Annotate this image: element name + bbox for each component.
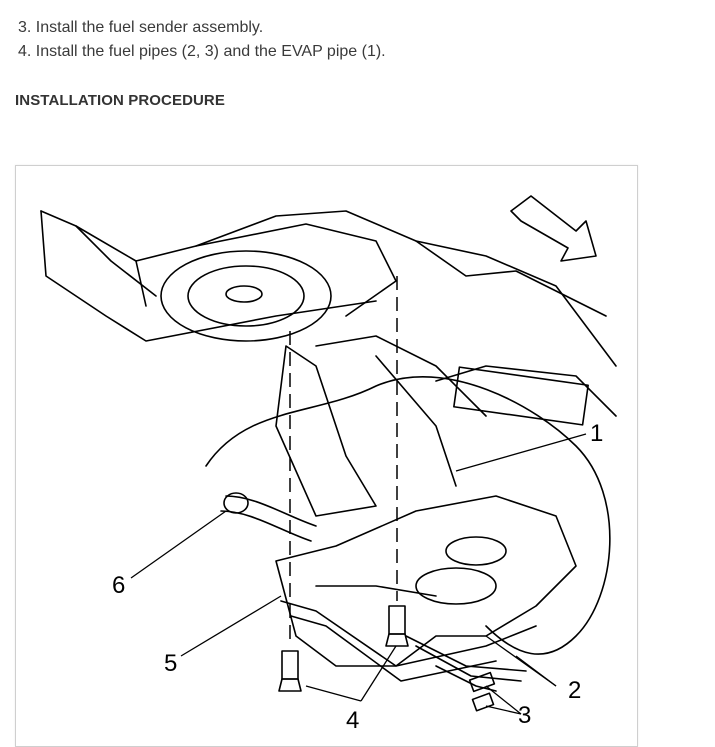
step-3: 3. Install the fuel sender assembly.	[18, 19, 264, 36]
callout-2: 2	[568, 677, 581, 704]
callout-1: 1	[590, 420, 603, 447]
callout-3: 3	[518, 702, 531, 729]
section-heading: INSTALLATION PROCEDURE	[15, 92, 225, 109]
step-4: 4. Install the fuel pipes (2, 3) and the…	[18, 43, 386, 60]
installation-diagram: 1 2 3 4 5 6	[15, 165, 638, 747]
callout-4: 4	[346, 707, 359, 734]
callout-5: 5	[164, 650, 177, 677]
callout-6: 6	[112, 572, 125, 599]
diagram-drawing: 1 2 3 4 5 6	[40, 195, 617, 734]
instruction-steps: 3. Install the fuel sender assembly. 4. …	[18, 16, 386, 64]
